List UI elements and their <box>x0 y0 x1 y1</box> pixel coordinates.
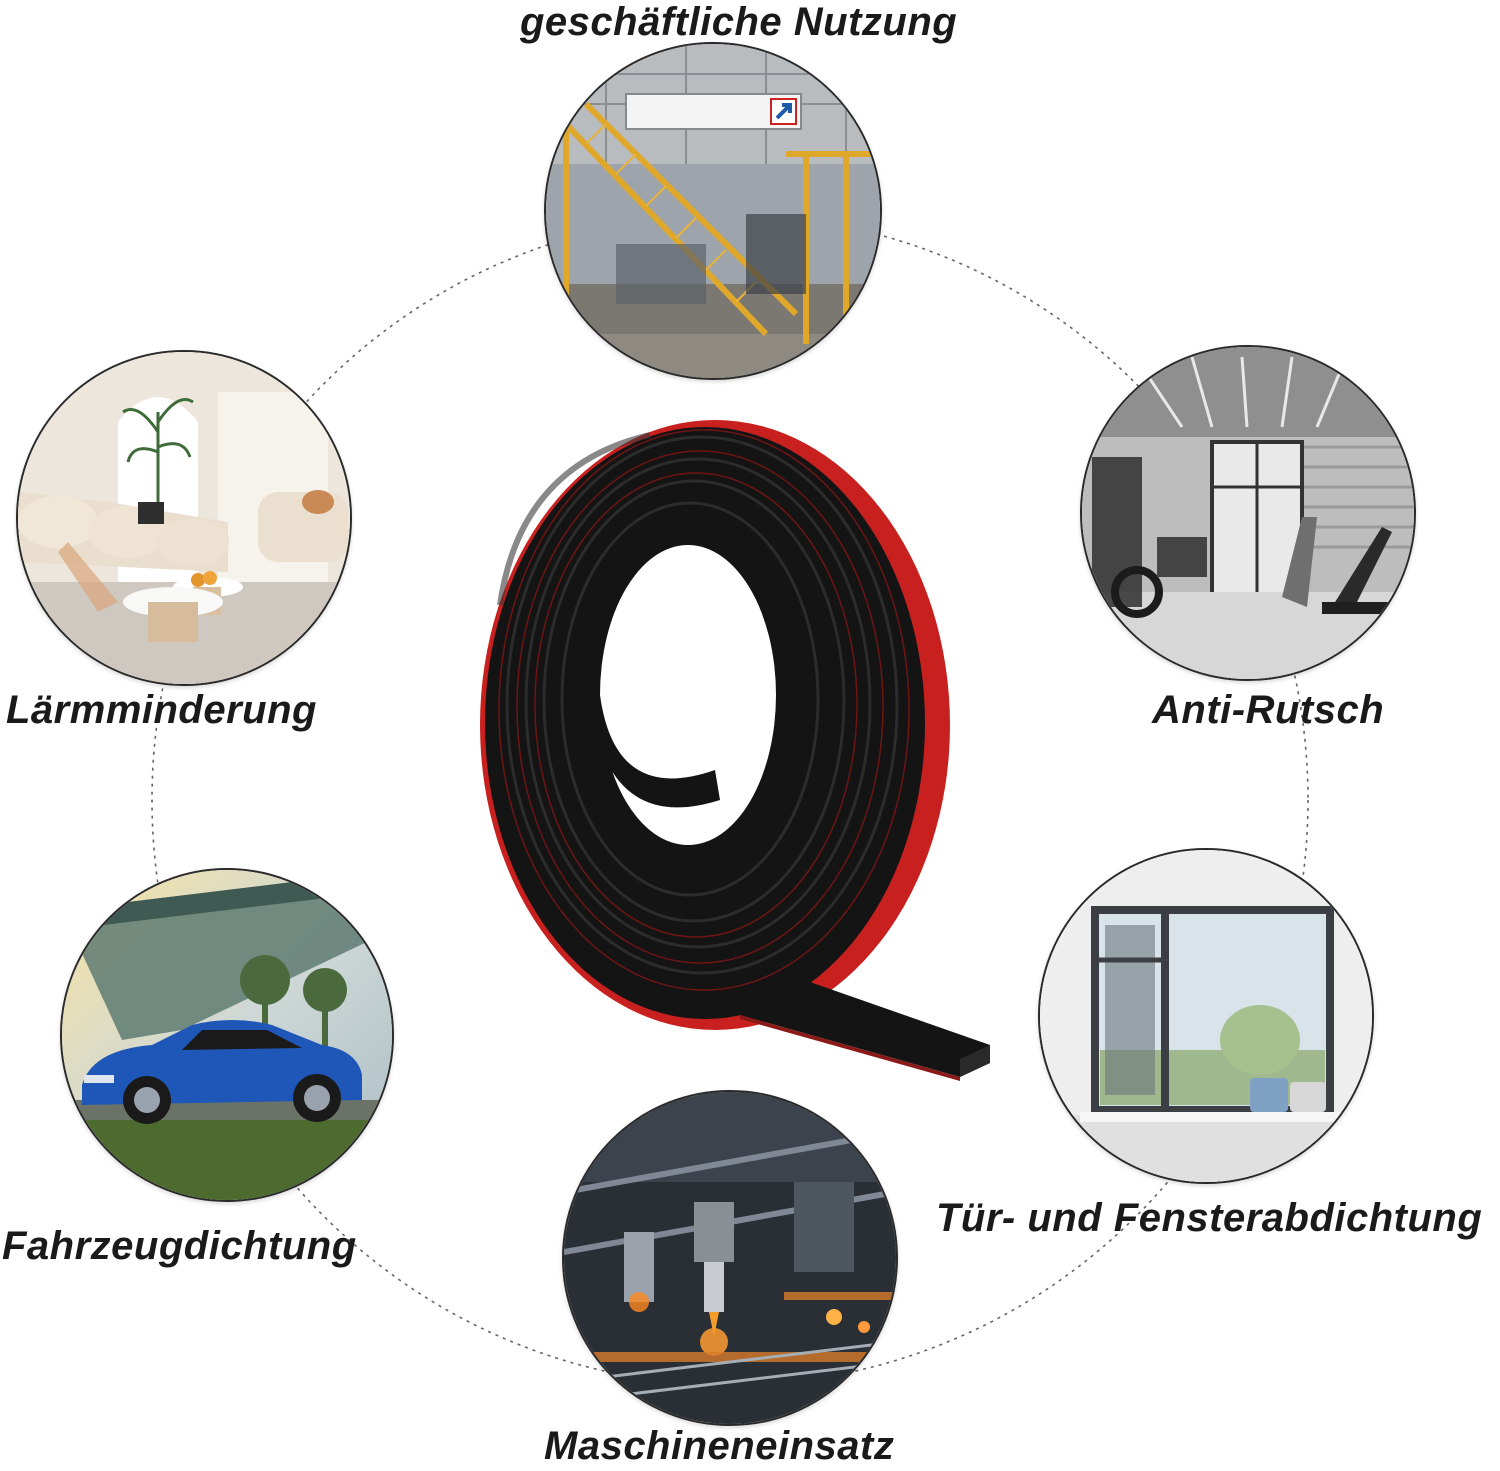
warehouse-circle <box>544 42 882 380</box>
car-circle <box>60 868 394 1202</box>
label-machine-use: Maschineneinsatz <box>544 1424 895 1468</box>
gym-circle <box>1080 345 1416 681</box>
label-door-window-sealing: Tür- und Fensterabdichtung <box>936 1196 1483 1240</box>
label-noise-reduction: Lärmminderung <box>6 688 317 732</box>
machinery-circle <box>562 1090 898 1426</box>
warehouse-staircase-photo-icon <box>546 44 880 378</box>
rubber-tape-roll-icon <box>480 420 990 1081</box>
machinery-photo-icon <box>564 1092 896 1424</box>
label-anti-slip: Anti-Rutsch <box>1152 688 1385 732</box>
blue-car-photo-icon <box>62 870 392 1200</box>
gym-photo-icon <box>1082 347 1414 679</box>
label-vehicle-sealing: Fahrzeugdichtung <box>2 1224 357 1268</box>
label-business-use: geschäftliche Nutzung <box>520 0 958 44</box>
window-circle <box>1038 848 1374 1184</box>
window-photo-icon <box>1040 850 1372 1182</box>
living-room-photo-icon <box>18 352 350 684</box>
living-room-circle <box>16 350 352 686</box>
